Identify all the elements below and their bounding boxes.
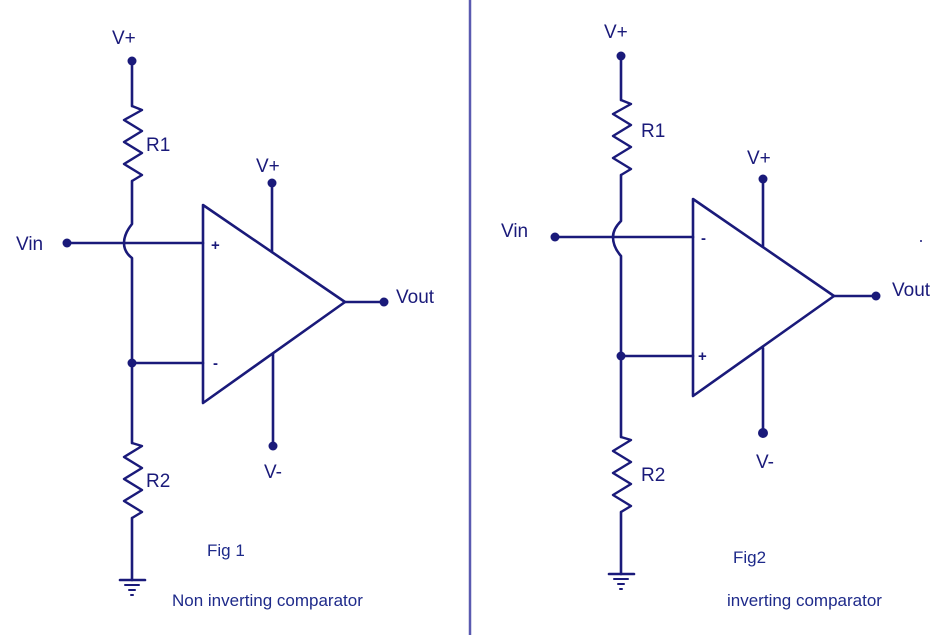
vin-label: Vin: [501, 221, 528, 242]
opamp-upper-input-sign: +: [211, 237, 220, 254]
opamp-triangle-icon: [691, 197, 836, 398]
vin-label: Vin: [16, 234, 43, 255]
opamp-upper-input-sign: -: [701, 230, 706, 247]
resistor-r1-icon: [122, 104, 144, 183]
divider-supply-label: V+: [604, 22, 628, 43]
resistor-r2-icon: [122, 441, 144, 520]
resistor-r2-label: R2: [146, 471, 170, 492]
figure-2-inverting-comparator: V+ R1 R2 Vin - + V+ V- Vout Fi: [501, 22, 931, 610]
opamp-vminus-label: V-: [756, 452, 774, 473]
opamp-vminus-label: V-: [264, 462, 282, 483]
opamp-vminus-terminal: [268, 441, 278, 451]
ground-icon: [118, 578, 147, 596]
resistor-r1-label: R1: [641, 121, 665, 142]
opamp-lower-input-sign: +: [698, 348, 707, 365]
figure-1-non-inverting-comparator: V+ R1 R2 Vin + - V+: [16, 28, 435, 610]
figure-label: Fig 1: [207, 541, 245, 560]
figure-label: Fig2: [733, 548, 766, 567]
opamp-lower-input-sign: -: [213, 355, 218, 372]
opamp-triangle-icon: [201, 203, 347, 405]
stray-mark: [920, 240, 922, 242]
figure-caption: Non inverting comparator: [172, 591, 363, 610]
divider-supply-label: V+: [112, 28, 136, 49]
resistor-r1-icon: [611, 98, 633, 177]
vout-label: Vout: [892, 280, 931, 301]
resistor-r2-icon: [611, 435, 633, 514]
divider-wire-middle: [122, 179, 134, 445]
opamp-vminus-terminal: [758, 428, 768, 438]
divider-wire-middle: [611, 173, 623, 439]
resistor-r2-label: R2: [641, 465, 665, 486]
ground-icon: [607, 572, 636, 590]
figure-caption: inverting comparator: [727, 591, 882, 610]
output-terminal: [871, 291, 881, 301]
resistor-r1-label: R1: [146, 135, 170, 156]
opamp-vplus-label: V+: [747, 148, 771, 169]
opamp-vplus-label: V+: [256, 156, 280, 177]
output-terminal: [379, 297, 389, 307]
vout-label: Vout: [396, 287, 435, 308]
